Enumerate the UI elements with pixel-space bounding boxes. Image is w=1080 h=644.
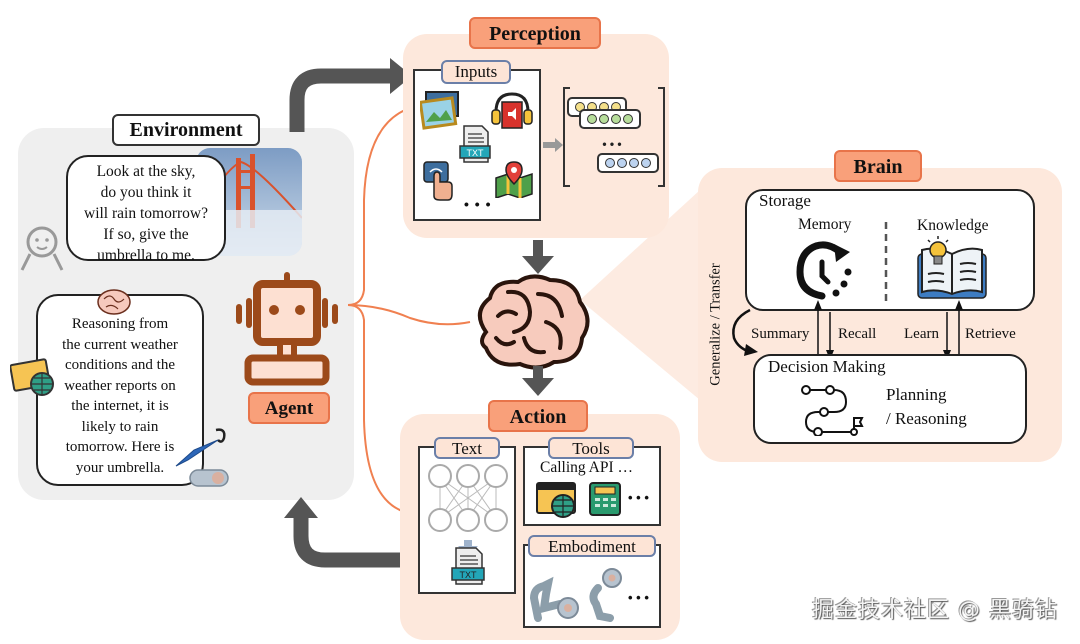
txt-output-icon: TXT — [451, 547, 485, 585]
planning-path-icon — [801, 385, 864, 436]
user-bubble-line: umbrella to me. — [97, 247, 195, 264]
umbrella-robot-arm-icon — [175, 428, 229, 487]
tools-label: Tools — [548, 437, 634, 459]
user-bubble-line: Look at the sky, — [96, 163, 196, 180]
agent-bubble-line: the internet, it is — [71, 398, 169, 414]
down-arrow-to-brain — [522, 240, 554, 274]
agent-brain-link — [347, 304, 471, 326]
embodiment-label: Embodiment — [528, 535, 656, 557]
agent-label: Agent — [248, 392, 330, 424]
agent-bubble-line: likely to rain — [81, 418, 159, 435]
text-action-label: Text — [434, 437, 500, 459]
planning-label: Planning — [886, 385, 947, 404]
tools-ellipsis: • • • — [628, 490, 649, 505]
brain-spotlight — [580, 190, 700, 400]
user-bubble-line: will rain tomorrow? — [84, 205, 208, 222]
robot-arms-icon — [530, 568, 622, 622]
decision-making-label: Decision Making — [768, 357, 886, 376]
learn-label: Learn — [904, 326, 939, 342]
neural-network-icon — [428, 464, 508, 556]
reasoning-label: / Reasoning — [886, 409, 967, 428]
storage-box — [745, 189, 1035, 311]
small-brain-icon — [97, 289, 131, 315]
storage-label: Storage — [759, 191, 811, 210]
encode-arrow-icon — [543, 138, 563, 152]
env-to-perception-arrow — [289, 68, 392, 132]
txt-file-icon: TXT — [459, 125, 491, 163]
knowledge-label: Knowledge — [917, 217, 989, 234]
watermark: 掘金技术社区 @ 黑骑钻 — [812, 598, 1058, 623]
storage-divider — [884, 222, 888, 304]
svg-text:TXT: TXT — [467, 148, 485, 158]
touch-icon — [423, 161, 453, 201]
agent-bubble-line: weather reports on — [64, 377, 176, 394]
image-icon — [420, 91, 459, 130]
user-avatar-icon — [20, 226, 64, 271]
embedding-vectors: • • • — [563, 87, 665, 187]
arrow-head-up — [284, 497, 318, 518]
memory-label: Memory — [798, 216, 852, 233]
txt-badge: TXT — [460, 570, 478, 580]
svg-text:• • •: • • • — [602, 137, 621, 151]
agent-bubble-line: Reasoning from — [71, 316, 169, 332]
memory-clock-icon — [796, 241, 852, 300]
agent-robot-icon — [236, 272, 338, 386]
recall-label: Recall — [838, 326, 877, 342]
brain-icon — [478, 274, 590, 370]
tools-caption: Calling API … — [540, 459, 634, 476]
decision-making-box — [753, 354, 1027, 444]
calculator-icon — [589, 482, 621, 516]
knowledge-book-icon — [917, 236, 987, 299]
inputs-ellipsis: • • • — [464, 196, 492, 212]
retrieve-label: Retrieve — [965, 326, 1016, 342]
map-pin-icon — [495, 161, 533, 198]
perception-title: Perception — [469, 17, 601, 49]
arrow-head-right — [390, 58, 412, 94]
agent-bubble-line: your umbrella. — [75, 459, 165, 476]
summary-label: Summary — [751, 326, 810, 342]
audio-book-icon — [491, 92, 533, 129]
embodiment-ellipsis: • • • — [628, 590, 649, 605]
action-title: Action — [488, 400, 588, 432]
action-to-env-arrow — [293, 516, 400, 568]
api-browser-icon — [536, 482, 576, 518]
inputs-label: Inputs — [441, 60, 511, 84]
user-bubble-line: do you think it — [100, 184, 192, 201]
user-bubble-line: If so, give the — [103, 226, 189, 243]
generalize-transfer-label: Generalize / Transfer — [707, 263, 724, 386]
agent-action-link — [347, 304, 406, 513]
agent-bubble-line: the current weather — [62, 336, 178, 353]
storage-decision-arrows — [732, 300, 963, 360]
environment-title: Environment — [112, 114, 260, 146]
brain-title: Brain — [834, 150, 922, 182]
agent-bubble-line: conditions and the — [65, 357, 175, 373]
web-browser-icon — [10, 358, 54, 396]
agent-bubble-line: tomorrow. Here is — [65, 439, 175, 455]
down-arrow-to-action — [522, 366, 554, 396]
agent-perception-link — [347, 109, 406, 306]
user-speech-bubble: Look at the sky, do you think it will ra… — [66, 155, 226, 264]
